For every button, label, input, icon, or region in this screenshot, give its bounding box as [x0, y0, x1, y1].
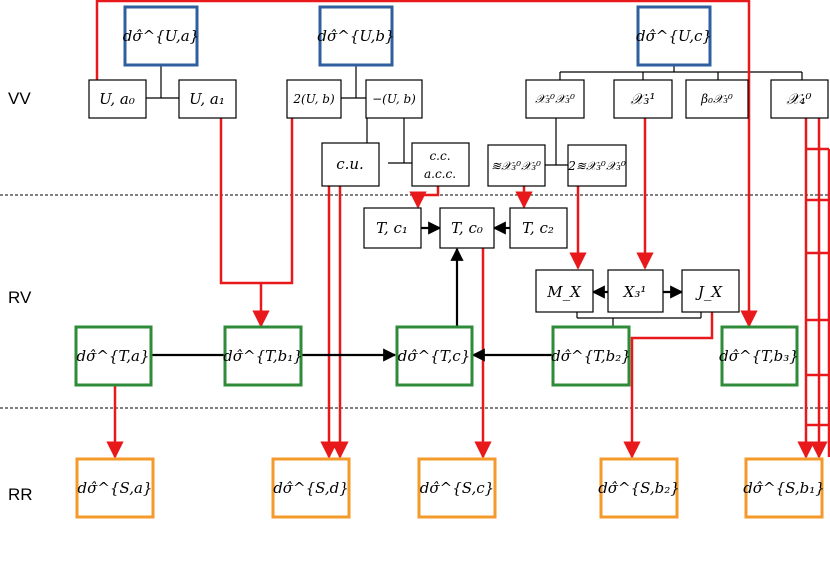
node-cc: c.c. a.c.c. [411, 142, 470, 187]
svg-text:≋𝒳₃⁰𝒳₃⁰: ≋𝒳₃⁰𝒳₃⁰ [491, 159, 541, 173]
node-x4: 𝒳₄⁰ [770, 79, 829, 119]
node-u-c: dσ̂^{U,c} [636, 5, 712, 67]
node-t-b2: dσ̂^{T,b₂} [551, 325, 631, 387]
svg-text:J_X: J_X [695, 283, 724, 301]
svg-text:dσ̂^{S,a}: dσ̂^{S,a} [78, 479, 153, 497]
svg-text:dσ̂^{S,d}: dσ̂^{S,d} [273, 479, 349, 497]
svg-text:U, a₁: U, a₁ [189, 90, 225, 108]
node-t-b3: dσ̂^{T,b₃} [719, 325, 799, 387]
svg-text:dσ̂^{S,c}: dσ̂^{S,c} [420, 479, 494, 497]
row-label-vv: VV [8, 89, 31, 108]
node-s-d: dσ̂^{S,d} [271, 457, 351, 519]
svg-text:dσ̂^{U,c}: dσ̂^{U,c} [636, 27, 712, 45]
node-u-b: dσ̂^{U,b} [317, 5, 395, 67]
node-jx: J_X [681, 269, 740, 313]
red-connections [95, 0, 830, 459]
svg-text:M_X: M_X [546, 283, 582, 301]
node-u-a: dσ̂^{U,a} [123, 5, 199, 67]
node-mx: M_X [535, 269, 594, 313]
black-arrows [152, 221, 684, 362]
svg-text:dσ̂^{T,c}: dσ̂^{T,c} [398, 347, 470, 365]
svg-text:c.c.: c.c. [429, 149, 450, 163]
node-x3x3: 𝒳₃⁰𝒳₃⁰ [525, 79, 585, 119]
svg-text:dσ̂^{U,b}: dσ̂^{U,b} [317, 27, 394, 45]
node-t-b1: dσ̂^{T,b₁} [223, 325, 303, 387]
node-beta0-x3: β₀𝒳₃⁰ [685, 79, 749, 119]
svg-text:T, c₁: T, c₁ [376, 219, 408, 237]
row-label-rv: RV [8, 288, 32, 307]
node-x3-1: 𝒳₃¹ [613, 79, 673, 119]
svg-text:T, c₀: T, c₀ [451, 219, 483, 237]
node-t-c2: T, c₂ [509, 207, 568, 249]
svg-text:2≋𝒳₃⁰𝒳₃⁰: 2≋𝒳₃⁰𝒳₃⁰ [567, 159, 626, 173]
node-2-u-b: 2(U, b) [286, 79, 342, 119]
node-t-a: dσ̂^{T,a} [74, 325, 153, 387]
svg-text:𝒳₃¹: 𝒳₃¹ [631, 90, 656, 108]
svg-text:dσ̂^{T,a}: dσ̂^{T,a} [76, 347, 149, 365]
svg-text:dσ̂^{T,b₃}: dσ̂^{T,b₃} [719, 347, 799, 365]
svg-text:−(U, b): −(U, b) [372, 92, 416, 106]
svg-text:dσ̂^{T,b₂}: dσ̂^{T,b₂} [551, 347, 631, 365]
svg-text:X₃¹: X₃¹ [623, 283, 647, 301]
svg-text:dσ̂^{T,b₁}: dσ̂^{T,b₁} [223, 347, 303, 365]
svg-text:β₀𝒳₃⁰: β₀𝒳₃⁰ [700, 92, 733, 106]
row-label-rr: RR [8, 485, 33, 504]
tree-connectors [146, 65, 803, 331]
node-cu: c.u. [321, 142, 380, 187]
node-t-c: dσ̂^{T,c} [395, 325, 474, 387]
node-reduced-x3x3: ≋𝒳₃⁰𝒳₃⁰ [487, 144, 546, 187]
svg-text:c.u.: c.u. [336, 155, 364, 173]
node-s-c: dσ̂^{S,c} [417, 457, 497, 519]
node-u-a0: U, a₀ [88, 79, 147, 119]
node-minus-u-b: −(U, b) [365, 79, 423, 119]
node-s-a: dσ̂^{S,a} [75, 457, 155, 519]
svg-text:T, c₂: T, c₂ [522, 219, 554, 237]
node-t-c1: T, c₁ [363, 207, 422, 249]
node-s-b1: dσ̂^{S,b₁} [743, 457, 825, 519]
svg-text:𝒳₃⁰𝒳₃⁰: 𝒳₃⁰𝒳₃⁰ [535, 92, 575, 106]
svg-text:2(U, b): 2(U, b) [292, 92, 335, 106]
node-x3-1-cap: X₃¹ [607, 269, 664, 313]
svg-text:dσ̂^{U,a}: dσ̂^{U,a} [123, 27, 199, 45]
svg-text:𝒳₄⁰: 𝒳₄⁰ [787, 90, 812, 108]
node-t-c0: T, c₀ [439, 207, 495, 249]
svg-text:dσ̂^{S,b₁}: dσ̂^{S,b₁} [743, 479, 825, 497]
node-u-a1: U, a₁ [178, 79, 237, 119]
svg-text:dσ̂^{S,b₂}: dσ̂^{S,b₂} [598, 479, 680, 497]
svg-text:a.c.c.: a.c.c. [424, 167, 456, 181]
node-s-b2: dσ̂^{S,b₂} [598, 457, 680, 519]
node-2-reduced-x3x3: 2≋𝒳₃⁰𝒳₃⁰ [567, 144, 627, 187]
svg-text:U, a₀: U, a₀ [99, 90, 135, 108]
